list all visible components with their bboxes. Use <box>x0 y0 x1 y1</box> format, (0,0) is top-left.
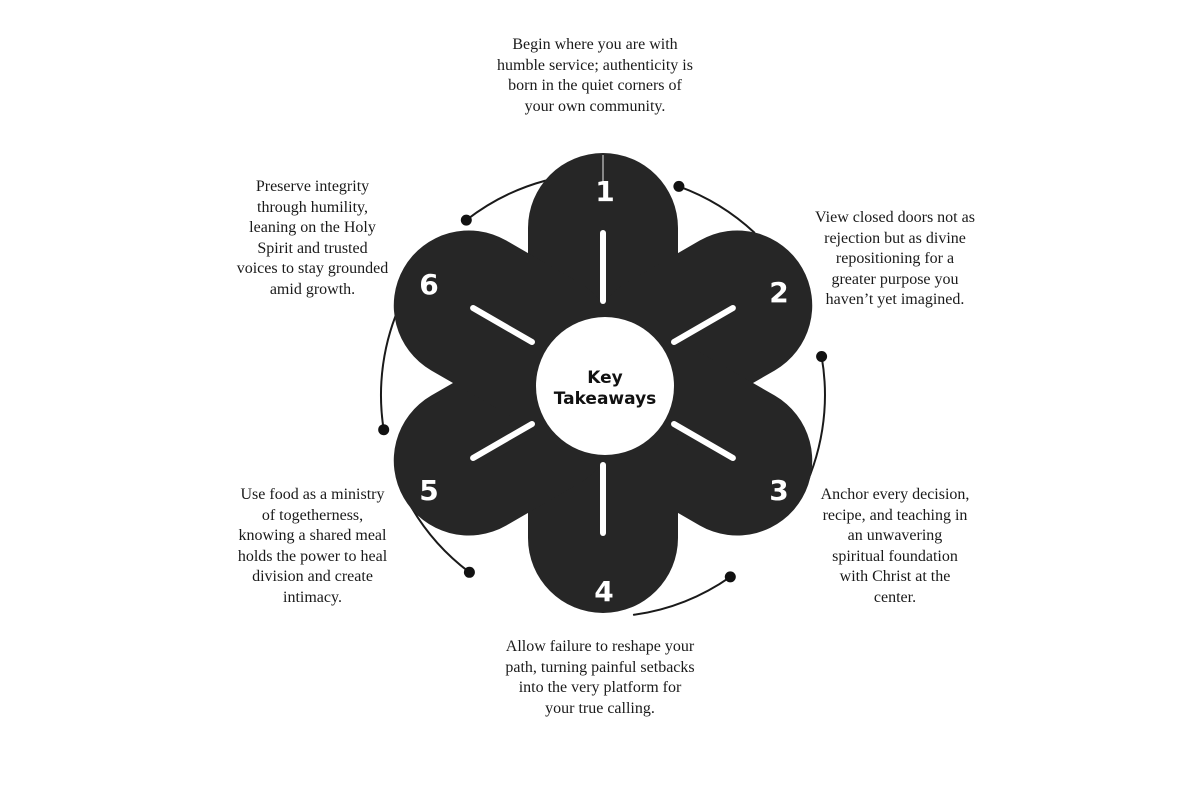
takeaway-4-text: Allow failure to reshape your path, turn… <box>505 638 695 717</box>
petal-dash-3 <box>671 421 736 461</box>
connector-arc-1 <box>677 185 756 234</box>
connector-dot-3 <box>724 571 736 583</box>
petal-number-4: 4 <box>594 575 613 608</box>
takeaway-6-text: Preserve integrity through humility, lea… <box>236 178 389 298</box>
petal-number-6: 6 <box>419 268 438 301</box>
petal-number-2: 2 <box>769 276 788 309</box>
connector-dots <box>378 180 828 583</box>
takeaway-1-text: Begin where you are with humble service;… <box>497 36 693 115</box>
takeaway-5-text: Use food as a ministry of togetherness, … <box>237 486 388 606</box>
connector-dot-5 <box>378 424 390 436</box>
connector-dot-2 <box>816 351 828 362</box>
petal-dash-2 <box>671 305 736 345</box>
petal-dashes <box>470 230 736 536</box>
takeaway-2-text: View closed doors not as rejection but a… <box>815 209 975 308</box>
connector-dot-6 <box>460 214 472 226</box>
petal-dash-5 <box>470 421 535 461</box>
center-label-line2: Takeaways <box>554 389 657 409</box>
connector-arc-3 <box>632 575 732 616</box>
petal-number-5: 5 <box>419 474 438 507</box>
connector-dot-1 <box>673 180 685 192</box>
petal-number-3: 3 <box>769 474 788 507</box>
center-circle <box>536 317 674 455</box>
takeaway-3-text: Anchor every decision, recipe, and teach… <box>820 486 970 606</box>
petal-number-1: 1 <box>595 175 614 208</box>
petal-dash-6 <box>470 305 535 345</box>
center-label-line1: Key <box>587 368 623 388</box>
connector-dot-4 <box>463 566 475 578</box>
connector-arc-6 <box>465 179 547 222</box>
